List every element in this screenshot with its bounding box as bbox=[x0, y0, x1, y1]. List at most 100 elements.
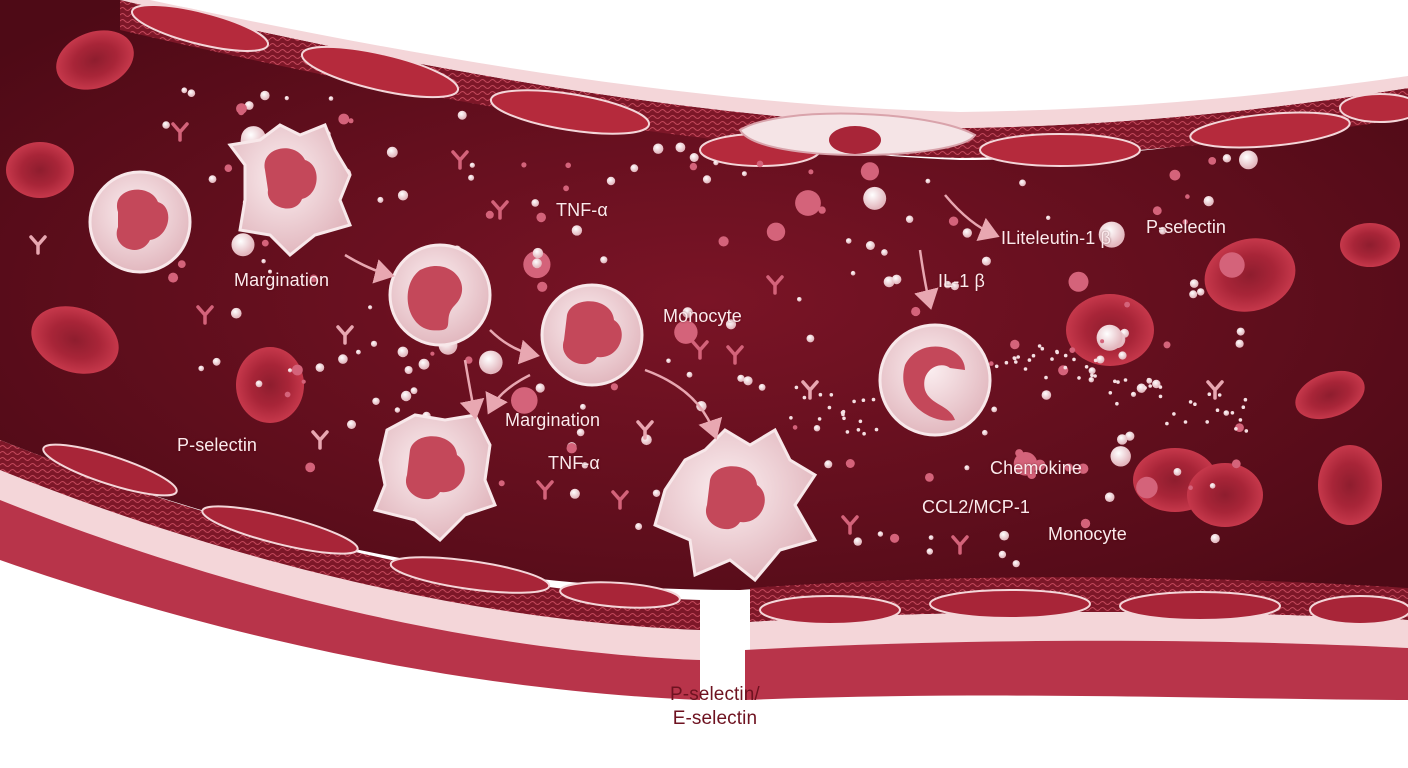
cytokine-particle bbox=[964, 465, 970, 471]
cytokine-particle bbox=[162, 121, 170, 129]
label-monocyte-center: Monocyte bbox=[663, 306, 742, 326]
chemokine-particle bbox=[1044, 375, 1048, 380]
cytokine-particle bbox=[576, 428, 585, 437]
cytokine-particle bbox=[1136, 383, 1147, 393]
cytokine-particle bbox=[1010, 339, 1020, 350]
cytokine-particle bbox=[600, 256, 608, 264]
label-e-selectin-line: E-selectin bbox=[672, 708, 758, 729]
cytokine-particle bbox=[1197, 288, 1205, 296]
migration-arrows bbox=[344, 194, 1000, 440]
red-blood-cell bbox=[236, 347, 304, 423]
red-blood-cell bbox=[1340, 223, 1400, 267]
receptor-markers bbox=[29, 122, 1224, 555]
cytokine-particle bbox=[1158, 226, 1167, 235]
chemokine-particle bbox=[1031, 353, 1036, 358]
cytokine-particle bbox=[457, 110, 467, 120]
cytokine-particle bbox=[1189, 290, 1198, 299]
cytokine-particle bbox=[377, 196, 384, 203]
chemokine-particle bbox=[856, 428, 861, 432]
red-blood-cell bbox=[31, 306, 119, 374]
cytokine-particle bbox=[531, 199, 539, 207]
chemokine-particle bbox=[994, 364, 999, 369]
cytokine-particle bbox=[236, 103, 247, 114]
chemokine-particle bbox=[1113, 379, 1117, 384]
cytokine-particle bbox=[962, 228, 972, 238]
chemokine-particle bbox=[1050, 357, 1054, 361]
cytokine-particle bbox=[328, 96, 334, 101]
cytokine-particle bbox=[485, 210, 494, 219]
cytokine-particle bbox=[1185, 194, 1190, 199]
leukocyte-monocyte bbox=[540, 283, 644, 387]
chemokine-particle bbox=[827, 405, 832, 410]
cytokine-particle bbox=[1078, 463, 1089, 474]
arrow bbox=[344, 253, 395, 284]
cytokine-particle bbox=[255, 380, 263, 388]
cytokine-particle bbox=[268, 269, 272, 274]
cytokine-particle bbox=[581, 462, 589, 469]
cytokine-particle bbox=[563, 185, 569, 192]
cytokine-particle bbox=[948, 216, 959, 226]
cytokine-particle bbox=[338, 113, 350, 125]
cytokine-particle bbox=[287, 368, 293, 373]
arrow bbox=[489, 329, 540, 365]
chemokine-particle bbox=[1188, 400, 1193, 404]
chemokine-particle bbox=[842, 416, 846, 421]
cytokine-particle bbox=[410, 387, 418, 395]
chemokine-particle bbox=[1230, 411, 1235, 415]
cytokine-particle bbox=[347, 420, 356, 429]
cytokine-particle bbox=[465, 356, 473, 364]
cytokine-particle bbox=[168, 272, 179, 283]
cytokine-particle bbox=[535, 383, 545, 393]
chemokine-particle bbox=[861, 398, 866, 403]
cytokine-particle bbox=[813, 425, 821, 432]
cytokine-particle bbox=[1189, 279, 1199, 288]
leukocyte-6 bbox=[878, 323, 992, 437]
cytokine-particle bbox=[244, 101, 254, 110]
chemokine-particle bbox=[1217, 393, 1222, 397]
cytokine-particle bbox=[1235, 339, 1244, 348]
cytokine-particle bbox=[1169, 169, 1181, 181]
cytokine-particle bbox=[1130, 391, 1137, 397]
arrow bbox=[944, 194, 1000, 242]
chemokine-particle bbox=[1158, 385, 1163, 389]
chemokine-particle bbox=[1037, 344, 1042, 348]
cytokine-particle bbox=[284, 96, 289, 101]
leukocyte-1 bbox=[88, 170, 192, 274]
cytokine-particle bbox=[925, 178, 931, 184]
cytokine-particle bbox=[1096, 355, 1105, 364]
cytokine-particle bbox=[689, 153, 699, 162]
receptor-marker bbox=[311, 430, 329, 450]
cytokine-particle bbox=[741, 171, 747, 177]
cytokine-particle bbox=[863, 186, 887, 210]
chemokine-particle bbox=[1063, 365, 1068, 370]
cytokine-particle bbox=[565, 162, 571, 169]
receptor-marker bbox=[766, 275, 784, 295]
cytokine-particle bbox=[713, 160, 719, 166]
cytokine-particle bbox=[1239, 150, 1258, 170]
cytokine-particle bbox=[1125, 431, 1135, 441]
arrow bbox=[644, 368, 723, 440]
chemokine-particle bbox=[1093, 358, 1098, 363]
receptor-marker bbox=[611, 490, 629, 510]
cytokine-particle bbox=[808, 169, 814, 175]
chemokine-particle bbox=[862, 431, 866, 436]
cytokine-particle bbox=[1041, 390, 1052, 400]
cytokine-particle bbox=[532, 247, 544, 259]
receptor-marker bbox=[636, 420, 654, 440]
arrow bbox=[459, 359, 485, 420]
cytokine-particle bbox=[865, 241, 875, 250]
cytokine-particle bbox=[208, 175, 217, 184]
chemokine-particle bbox=[874, 427, 879, 432]
chemokine-particle bbox=[829, 393, 834, 397]
receptor-marker bbox=[726, 345, 744, 365]
cytokine-particle bbox=[261, 239, 269, 247]
cytokine-particle bbox=[1188, 485, 1193, 491]
cytokine-particle bbox=[737, 374, 745, 382]
chemokine-particle bbox=[1077, 376, 1081, 380]
receptor-marker bbox=[841, 515, 859, 535]
chemokine-particle bbox=[1165, 421, 1169, 426]
arrow bbox=[914, 249, 939, 310]
cytokine-particle bbox=[606, 176, 616, 186]
leukocyte-5 bbox=[653, 427, 818, 583]
